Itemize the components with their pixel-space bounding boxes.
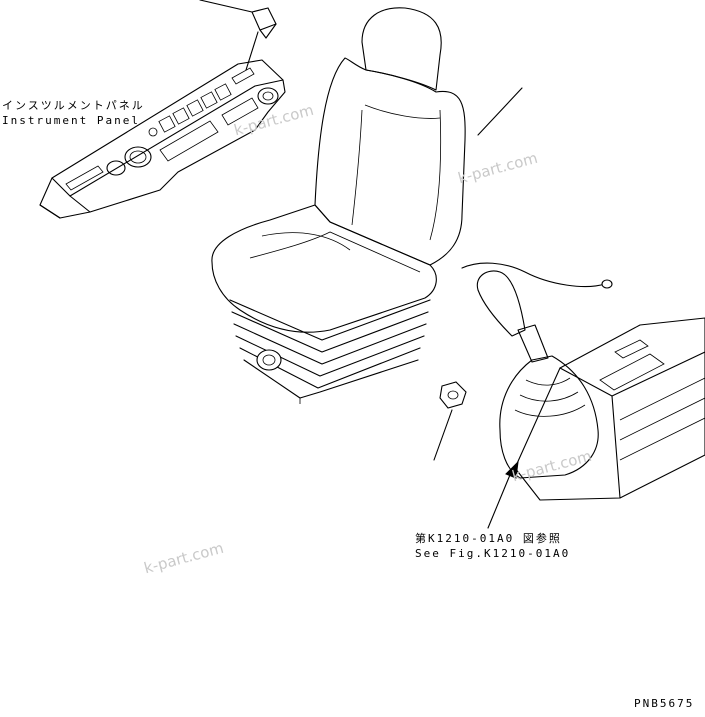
operator-seat-drawing <box>211 7 613 404</box>
instrument-panel-drawing <box>39 0 286 219</box>
reference-label-en: See Fig.K1210-01A0 <box>415 547 571 560</box>
drawing-number: PNB5675 <box>634 697 695 710</box>
instrument-panel-label-jp: インスツルメントパネル <box>2 99 145 112</box>
lever-console-drawing <box>476 270 705 529</box>
reference-label-jp: 第K1210-01A0 図参照 <box>415 532 562 545</box>
nut-drawing <box>433 381 467 461</box>
instrument-panel-label-en: Instrument Panel <box>2 114 140 127</box>
